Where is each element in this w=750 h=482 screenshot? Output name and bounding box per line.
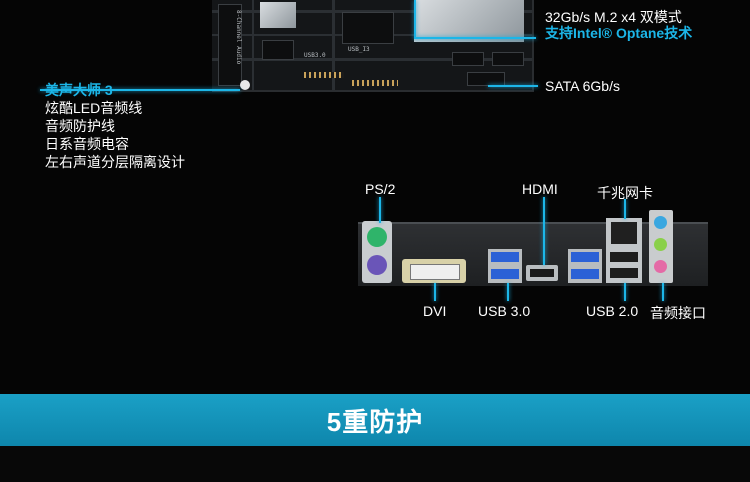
usb-port-4 <box>571 269 599 279</box>
lan-port <box>611 222 637 244</box>
dvi-port <box>402 259 466 283</box>
pin-header-2 <box>352 80 398 86</box>
lan-usb2-stack <box>606 218 642 283</box>
spec-sata: SATA 6Gb/s <box>545 78 620 94</box>
callout-line-m2-h <box>414 37 536 39</box>
hdmi-port <box>526 265 558 281</box>
callout-line-hdmi <box>543 197 545 265</box>
dvi-pins <box>410 264 460 280</box>
callout-line-dvi <box>434 283 436 301</box>
usb2-port-1 <box>610 252 638 262</box>
callout-line-ps2 <box>379 197 381 223</box>
audio-feature-item: 音频防护线 <box>45 118 115 134</box>
ps2-port <box>362 221 392 283</box>
board-usb-silk: USB3.0 <box>304 52 326 59</box>
audio-feature-item: 炫酷LED音频线 <box>45 100 143 116</box>
usb-port-3 <box>571 252 599 262</box>
usb-header <box>342 12 394 44</box>
label-ps2: PS/2 <box>365 181 396 197</box>
label-usb2: USB 2.0 <box>586 303 639 319</box>
ps2-keyboard-icon <box>367 255 387 275</box>
audio-feature-list: 美声大师 3 炫酷LED音频线 音频防护线 日系音频电容 左右声道分层隔离设计 <box>45 81 185 171</box>
pin-header-1 <box>304 72 344 78</box>
board-chip <box>262 40 294 60</box>
label-hdmi: HDMI <box>522 181 558 197</box>
usb3-port-2 <box>491 269 519 279</box>
callout-line-usb2 <box>624 283 626 301</box>
callout-line-sata <box>488 85 538 87</box>
audio-mic-jack <box>654 260 667 273</box>
audio-chip-area <box>218 4 242 86</box>
audio-feature-item: 左右声道分层隔离设计 <box>45 154 185 170</box>
spec-m2-speed: 32Gb/s M.2 x4 双模式 <box>545 9 682 25</box>
usb3-port-stack <box>488 249 522 283</box>
sata-port-3 <box>467 72 505 86</box>
audio-feature-title: 美声大师 3 <box>45 82 113 98</box>
audio-line-out-jack <box>654 238 667 251</box>
label-audio: 音频接口 <box>650 305 706 321</box>
section-banner: 5重防护 <box>0 394 750 446</box>
callout-line-m2 <box>414 0 416 38</box>
usb2-port-2 <box>610 268 638 278</box>
sata-port-1 <box>452 52 484 66</box>
ps2-mouse-icon <box>367 227 387 247</box>
label-usb3: USB 3.0 <box>478 303 531 319</box>
audio-led-point <box>240 80 250 90</box>
board-io-silk: USB_I3 <box>348 46 370 53</box>
bottom-strip <box>0 446 750 482</box>
usb3-port-1 <box>491 252 519 262</box>
audio-feature-item: 日系音频电容 <box>45 136 129 152</box>
heatsink-1 <box>260 2 296 28</box>
callout-line-lan <box>624 199 626 219</box>
label-dvi: DVI <box>423 303 447 319</box>
audio-jacks <box>649 210 673 283</box>
usb-port-stack-2 <box>568 249 602 283</box>
spec-optane: 支持Intel® Optane技术 <box>545 25 693 41</box>
callout-line-usb3 <box>507 283 509 301</box>
motherboard-image: 8-Channel Audio USB3.0 USB_I3 <box>212 0 534 92</box>
audio-line-in-jack <box>654 216 667 229</box>
sata-port-2 <box>492 52 524 66</box>
m2-heatsink <box>414 0 524 42</box>
board-audio-silk: 8-Channel Audio <box>235 10 242 65</box>
section-banner-title: 5重防护 <box>326 406 424 437</box>
label-lan: 千兆网卡 <box>597 185 653 201</box>
callout-line-audio-jack <box>662 283 664 301</box>
hdmi-slot <box>530 269 554 277</box>
callout-line-audio <box>40 89 240 91</box>
